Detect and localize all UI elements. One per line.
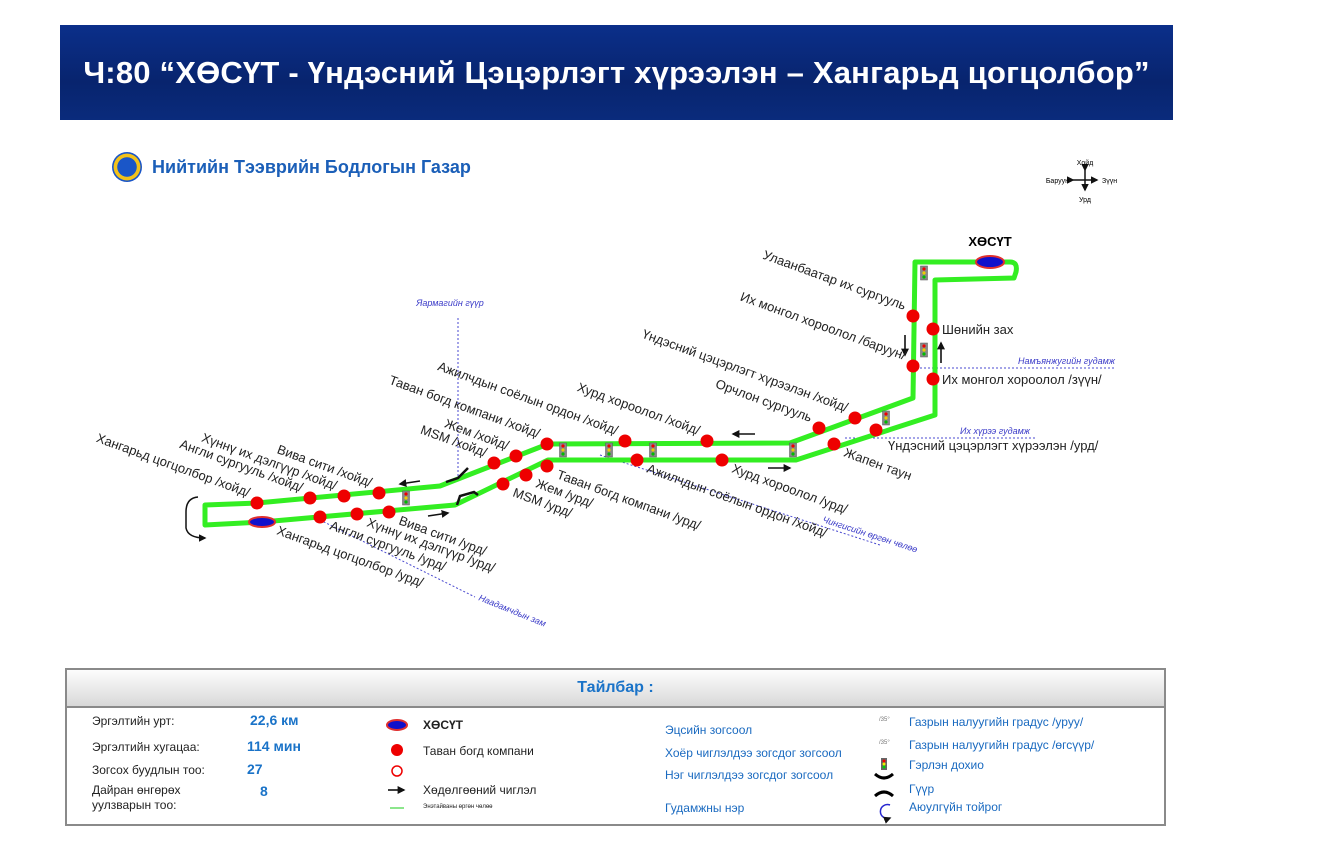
roundabout-icon: [879, 803, 892, 824]
legend-traffic-light: Гэрлэн дохио: [909, 758, 984, 772]
stop-marker[interactable]: [487, 456, 501, 470]
stop-marker[interactable]: [540, 459, 554, 473]
traffic-light-icon: [402, 490, 410, 506]
stop-marker[interactable]: [372, 486, 386, 500]
compass-east: Зүүн: [1102, 178, 1117, 185]
title-banner: Ч:80 “ХӨСҮТ - Үндэсний Цэцэрлэгт хүрээлэ…: [60, 25, 1173, 120]
street-label-namyanju: Намъянжугийн гудамж: [1018, 356, 1116, 366]
stop-symbol-icon: [391, 744, 403, 756]
stop-marker[interactable]: [848, 411, 862, 425]
bridge-icon: [455, 490, 479, 506]
stat-label-stops: Зогсох буудлын тоо:: [92, 763, 205, 777]
stat-label-length: Эргэлтийн урт:: [92, 714, 175, 728]
legend-title: Тайлбар :: [67, 670, 1164, 708]
compass-west: Баруун: [1046, 178, 1069, 185]
traffic-lights: [402, 265, 928, 506]
organization-logo-icon: [112, 152, 142, 182]
organization-name: Нийтийн Тээврийн Бодлогын Газар: [152, 156, 471, 177]
street-label-bridge: Яармагийн гүүр: [415, 298, 484, 308]
direction-arrows: [398, 335, 945, 518]
traffic-light-icon: [920, 342, 928, 358]
street-label-naadamchid: Наадамчдын зам: [477, 593, 547, 629]
street-lines: [319, 318, 1116, 598]
arrow-right-icon: [427, 509, 450, 518]
stat-value-length: 22,6 км: [250, 712, 299, 728]
legend-slope-down: Газрын налуугийн градус /уруу/: [909, 715, 1084, 729]
stop-marker[interactable]: [630, 453, 644, 467]
legend-direction-label: Хөдөлгөөний чиглэл: [423, 783, 537, 797]
legend-slope-up: Газрын налуугийн градус /өгсүүр/: [909, 738, 1095, 752]
stop-label: Их монгол хороолол /зүүн/: [942, 372, 1102, 387]
stop-marker[interactable]: [303, 491, 317, 505]
traffic-light-icon: [882, 410, 890, 426]
stat-value-duration: 114 мин: [247, 738, 301, 754]
stat-label-duration: Эргэлтийн хугацаа:: [92, 740, 200, 754]
stop-marker[interactable]: [313, 510, 327, 524]
stat-value-stops: 27: [247, 761, 263, 777]
stop-marker[interactable]: [700, 434, 714, 448]
traffic-light-icon: [881, 758, 887, 770]
compass-south: Урд: [1079, 197, 1091, 204]
stop-marker[interactable]: [869, 423, 883, 437]
legend-roundabout: Аюулгүйн тойрог: [909, 800, 1003, 814]
legend-route-line-label: Энэтайваны өргөн чөлөө: [423, 804, 493, 810]
legend-terminal-label: ХӨСҮТ: [423, 718, 464, 732]
stop-type-final: Эцсийн зогсоол: [665, 723, 753, 737]
stop-marker[interactable]: [715, 453, 729, 467]
stop-label: Үндэсний цэцэрлэгт хүрээлэн /урд/: [888, 438, 1099, 453]
traffic-light-icon: [605, 442, 613, 458]
slope-down-mark: /35°: [879, 717, 890, 723]
traffic-light-icon: [649, 442, 657, 458]
stop-marker[interactable]: [496, 477, 510, 491]
route-line: [202, 259, 1019, 528]
turnaround-arrow-icon: [185, 496, 207, 542]
slope-up-mark: /35°: [879, 740, 890, 746]
legend-icons: [874, 758, 894, 824]
stop-marker[interactable]: [618, 434, 632, 448]
bridge-icon: [874, 772, 894, 798]
stops: Хангарьд цогцолбор /хойд/Англи сургууль …: [95, 247, 1103, 590]
organization-header: Нийтийн Тээврийн Бодлогын Газар: [112, 152, 471, 182]
stop-marker[interactable]: [540, 437, 554, 451]
traffic-light-icon: [789, 442, 797, 458]
stop-outline-symbol-icon: [391, 765, 403, 777]
stop-marker[interactable]: [250, 496, 264, 510]
terminal-khangard-icon: [248, 516, 276, 528]
route-title: Ч:80 “ХӨСҮТ - Үндэсний Цэцэрлэгт хүрээлэ…: [83, 54, 1150, 90]
stop-marker[interactable]: [906, 309, 920, 323]
bridge-icon: [445, 467, 469, 484]
stop-marker[interactable]: [827, 437, 841, 451]
terminal-symbol-icon: [386, 719, 408, 731]
stat-value-intersections: 8: [260, 783, 268, 799]
stop-label: Шөнийн зах: [942, 322, 1014, 337]
stop-type-both: Хоёр чиглэлдээ зогсдог зогсоол: [665, 746, 842, 760]
stop-marker[interactable]: [926, 322, 940, 336]
stop-marker[interactable]: [382, 505, 396, 519]
traffic-light-icon: [559, 442, 567, 458]
stat-label-intersections: Дайран өнгөрөх уулзварын тоо:: [92, 783, 181, 812]
street-label-ikh-khuree: Их хүрээ гудамж: [960, 426, 1031, 436]
compass-north: Хойд: [1077, 159, 1093, 167]
legend-bridge: Гүүр: [909, 782, 935, 796]
legend-stop-label: Таван богд компани: [423, 744, 534, 758]
stop-marker[interactable]: [812, 421, 826, 435]
arrow-left-icon: [398, 479, 421, 488]
compass-rose: Хойд Урд Баруун Зүүн: [1046, 159, 1117, 204]
traffic-light-icon: [920, 265, 928, 281]
stop-type-street: Гудамжны нэр: [665, 801, 745, 815]
stop-marker[interactable]: [926, 372, 940, 386]
street-label-chinggis: Чингисийн өргөн чөлөө: [821, 514, 918, 554]
terminal-hosut-label: ХӨСҮТ: [968, 234, 1011, 249]
stop-marker[interactable]: [350, 507, 364, 521]
terminal-hosut-icon: [975, 255, 1005, 269]
stop-marker[interactable]: [906, 359, 920, 373]
stop-marker[interactable]: [337, 489, 351, 503]
legend-symbols: [386, 719, 408, 809]
stop-marker[interactable]: [509, 449, 523, 463]
stop-marker[interactable]: [519, 468, 533, 482]
legend-panel: Тайлбар : Эргэлтийн урт: 22,6 км Эргэлти…: [65, 668, 1166, 826]
stop-type-one: Нэг чиглэлдээ зогсдог зогсоол: [665, 768, 834, 782]
